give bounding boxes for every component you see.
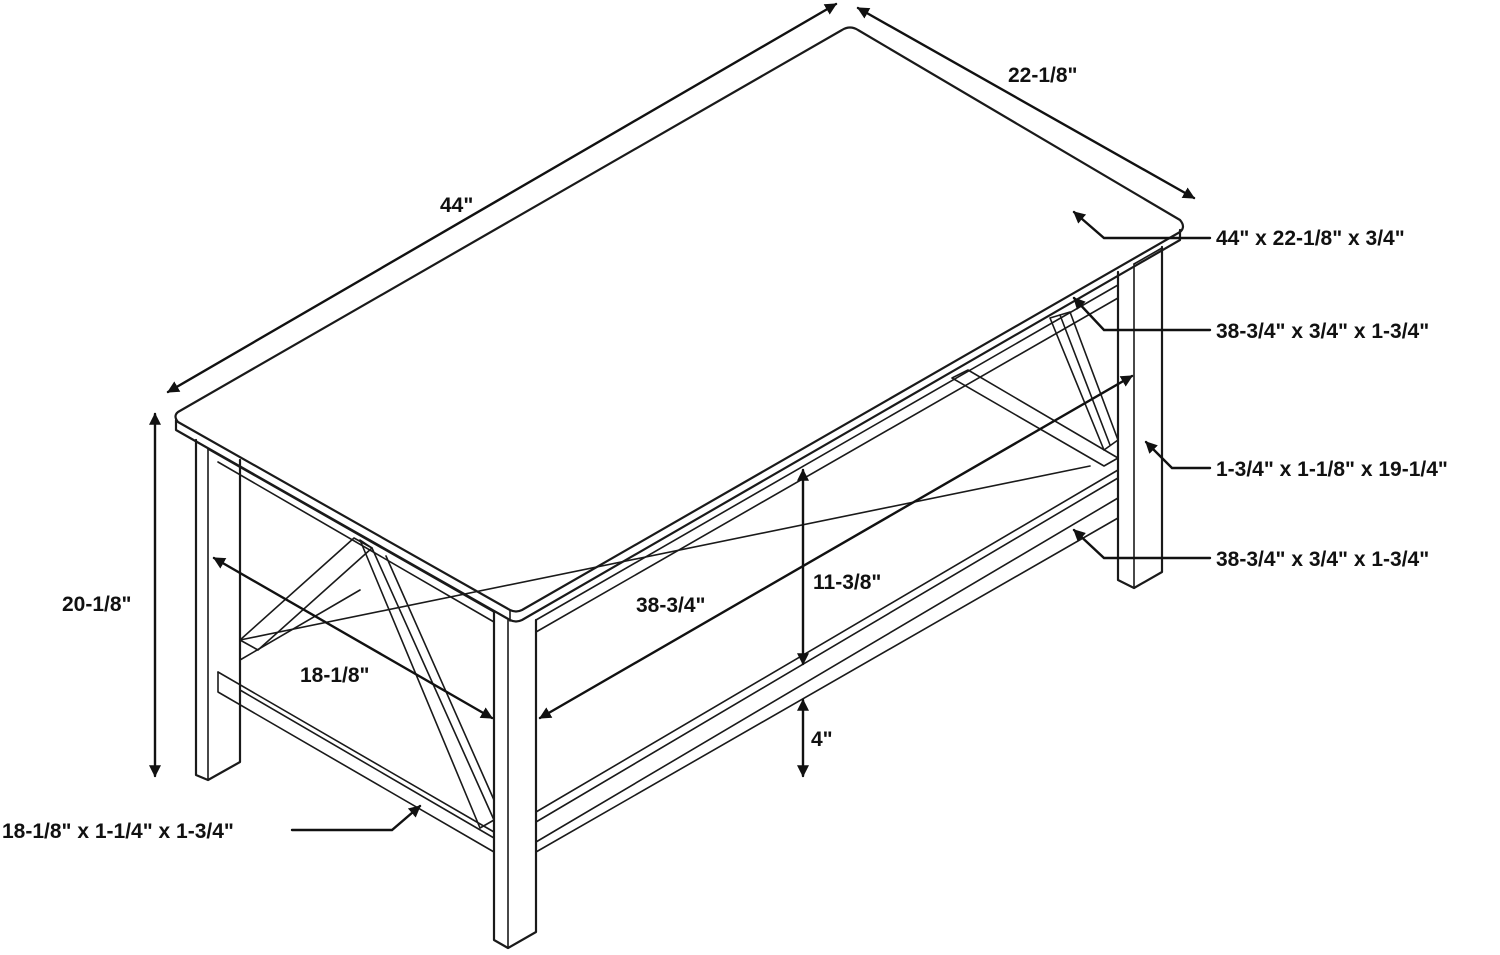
leader-lower-rail bbox=[1072, 528, 1212, 560]
label-lower-rail-part: 38-3/4" x 3/4" x 1-3/4" bbox=[1216, 548, 1429, 571]
label-side-rail-part: 18-1/8" x 1-1/4" x 1-3/4" bbox=[2, 820, 234, 843]
right-leg bbox=[1116, 245, 1164, 590]
leader-leg bbox=[1144, 440, 1212, 470]
leader-tabletop bbox=[1072, 210, 1212, 240]
right-x-brace bbox=[951, 311, 1119, 467]
leader-lines bbox=[290, 210, 1212, 832]
label-overall-height: 20-1/8" bbox=[62, 593, 132, 616]
label-upper-apron-part: 38-3/4" x 3/4" x 1-3/4" bbox=[1216, 320, 1429, 343]
leader-upper-apron bbox=[1072, 296, 1212, 332]
label-tabletop-part: 44" x 22-1/8" x 3/4" bbox=[1216, 227, 1405, 250]
tabletop bbox=[174, 26, 1185, 623]
dimension-arrows bbox=[149, 2, 1196, 778]
leader-side-rail bbox=[290, 804, 422, 832]
table-drawing bbox=[174, 26, 1185, 950]
label-leg-part: 1-3/4" x 1-1/8" x 19-1/4" bbox=[1216, 458, 1448, 481]
label-floor-gap: 4" bbox=[811, 728, 833, 751]
labels: 44" 22-1/8" 20-1/8" 18-1/8" 38-3/4" 11-3… bbox=[2, 64, 1448, 843]
label-top-length: 44" bbox=[440, 194, 473, 217]
dim-arrow-shelf-length bbox=[538, 374, 1134, 720]
lower-shelf bbox=[217, 465, 1119, 853]
dim-arrow-top-width bbox=[856, 6, 1196, 200]
dim-arrow-shelf-depth bbox=[212, 556, 494, 720]
label-top-width: 22-1/8" bbox=[1008, 64, 1078, 87]
dim-arrow-top-length bbox=[166, 2, 838, 394]
upper-apron bbox=[207, 284, 1119, 633]
label-shelf-depth: 18-1/8" bbox=[300, 664, 370, 687]
label-shelf-clearance: 11-3/8" bbox=[813, 571, 881, 594]
label-shelf-length: 38-3/4" bbox=[636, 594, 706, 617]
front-left-leg bbox=[194, 438, 242, 782]
front-corner-leg bbox=[492, 610, 538, 950]
